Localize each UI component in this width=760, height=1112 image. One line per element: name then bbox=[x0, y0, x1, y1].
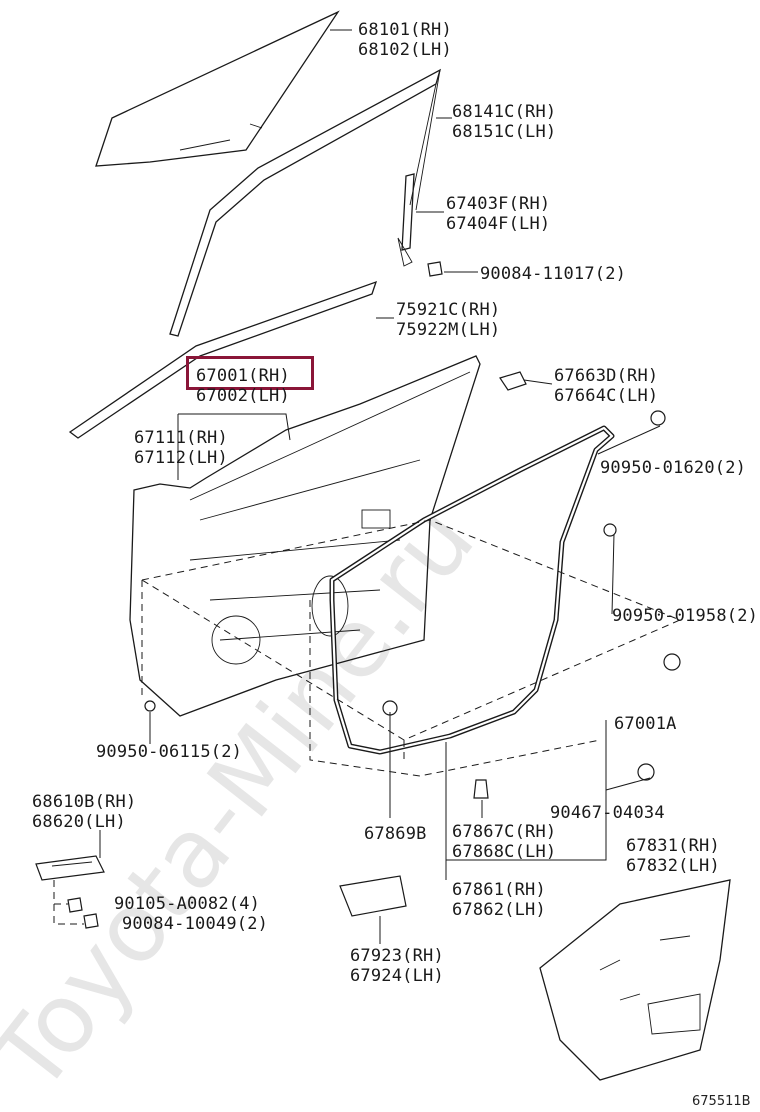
glass-run-channel bbox=[169, 68, 442, 337]
callout-75921c: 75921C(RH)75922M(LH) bbox=[396, 300, 501, 340]
callout-68101: 68101(RH)68102(LH) bbox=[358, 20, 452, 60]
callout-67663d: 67663D(RH)67664C(LH) bbox=[554, 366, 659, 406]
callout-90950-06115: 90950-06115(2) bbox=[96, 742, 243, 762]
callout-90084-11017: 90084-11017(2) bbox=[480, 264, 627, 284]
callout-68141c: 68141C(RH)68151C(LH) bbox=[452, 102, 557, 142]
highlight-box-67001 bbox=[186, 356, 314, 390]
bolt-90084-10049 bbox=[83, 913, 99, 929]
service-hole-cover bbox=[539, 879, 731, 1081]
callout-90950-01620: 90950-01620(2) bbox=[600, 458, 747, 478]
callout-67001[interactable]: 67001(RH)67002(LH) bbox=[196, 366, 290, 406]
rear-lower-frame bbox=[401, 173, 415, 251]
belt-moulding bbox=[68, 280, 378, 439]
callout-67923: 67923(RH)67924(LH) bbox=[350, 946, 444, 986]
clip-90950-01958-a bbox=[603, 523, 617, 537]
figure-code: 675511B bbox=[692, 1094, 751, 1109]
clip-90950-01620 bbox=[650, 410, 666, 426]
pad-67923 bbox=[339, 875, 407, 917]
callout-68610b: 68610B(RH)68620(LH) bbox=[32, 792, 137, 832]
callout-90084-10049: 90084-10049(2) bbox=[122, 914, 269, 934]
callout-90105-a0082: 90105-A0082(4) bbox=[114, 894, 261, 914]
callout-67831: 67831(RH)67832(LH) bbox=[626, 836, 720, 876]
clip-67867c bbox=[473, 779, 489, 799]
callout-67111: 67111(RH)67112(LH) bbox=[134, 428, 228, 468]
door-glass bbox=[95, 10, 340, 167]
bolt-90084-11017 bbox=[427, 261, 443, 277]
callout-67861: 67861(RH)67862(LH) bbox=[452, 880, 546, 920]
plug-90950-06115 bbox=[144, 700, 156, 712]
clip-67001a bbox=[637, 763, 655, 781]
callout-67001a: 67001A bbox=[614, 714, 677, 734]
callout-90950-01958: 90950-01958(2) bbox=[612, 606, 759, 626]
callout-67867c: 67867C(RH)67868C(LH) bbox=[452, 822, 557, 862]
callout-67869b: 67869B bbox=[364, 824, 427, 844]
clip-90950-01958-b bbox=[663, 653, 681, 671]
door-check bbox=[35, 855, 105, 881]
callout-67403f: 67403F(RH)67404F(LH) bbox=[446, 194, 551, 234]
callout-90467-04034: 90467-04034 bbox=[550, 803, 665, 823]
door-panel bbox=[129, 355, 481, 717]
bolt-90105-a0082 bbox=[67, 897, 83, 913]
bracket-67663d bbox=[499, 371, 527, 391]
